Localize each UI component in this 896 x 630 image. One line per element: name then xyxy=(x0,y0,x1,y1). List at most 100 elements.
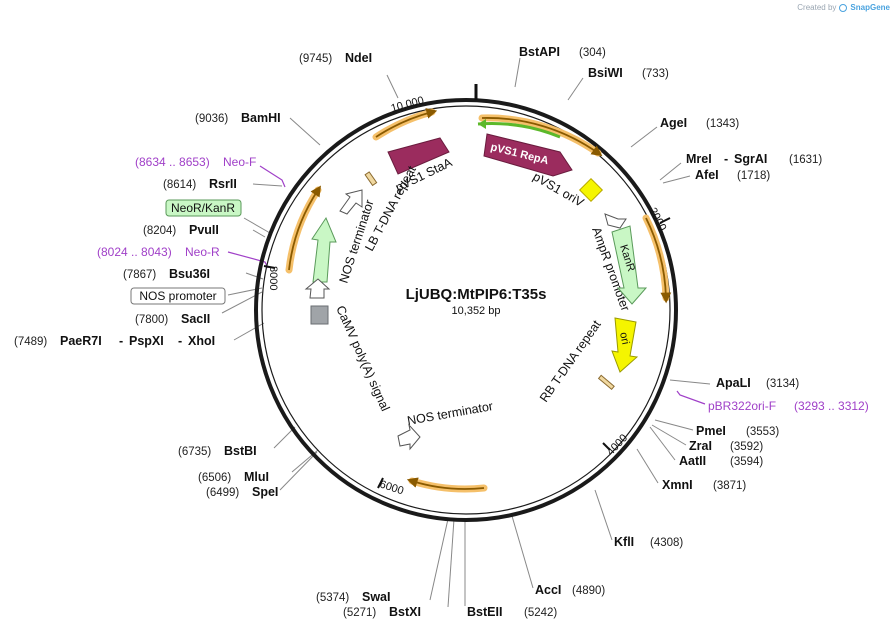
enzyme-pos-bstbi: (6735) xyxy=(178,446,211,458)
tick-label-6000: 6000 xyxy=(378,478,405,497)
enzyme-pos-bsu36i: (7867) xyxy=(123,269,156,281)
primer-name-neo-r[interactable]: Neo-R xyxy=(185,245,220,259)
enzyme-pos-pvuii: (8204) xyxy=(143,225,176,237)
neor-kanr-box[interactable] xyxy=(165,199,242,217)
pvs1-oriv-label: pVS1 oriV xyxy=(531,169,587,210)
enzyme-pos-spei: (6499) xyxy=(206,487,239,499)
enzyme-name-pmei[interactable]: PmeI xyxy=(696,424,726,438)
snapgene-name: SnapGene xyxy=(850,3,890,12)
enzyme-name-apali[interactable]: ApaLI xyxy=(716,376,751,390)
enzyme-name-bsu36i[interactable]: Bsu36I xyxy=(169,267,210,281)
enzyme-pos-sacii: (7800) xyxy=(135,314,168,326)
nos-terminator-left-feature[interactable] xyxy=(339,189,363,215)
orf-arrows xyxy=(288,108,672,490)
enzyme-pos-bsteii: (5242) xyxy=(524,607,557,619)
enzyme-name-bstxi[interactable]: BstXI xyxy=(389,605,421,619)
tick-mark-4000 xyxy=(602,442,611,451)
camv-polya-label: CaMV poly(A) signal xyxy=(333,304,392,414)
leader-lines xyxy=(221,57,711,608)
tick-mark-8000 xyxy=(263,265,276,269)
enzyme-pos-rsrii: (8614) xyxy=(163,179,196,191)
enzyme-name-mlui[interactable]: MluI xyxy=(244,470,269,484)
enzyme-name-bstbi[interactable]: BstBI xyxy=(224,444,257,458)
tick-label-8000: 8000 xyxy=(267,266,279,290)
enzyme-pos-mrei: (1631) xyxy=(789,154,822,166)
nos-promoter-box[interactable] xyxy=(130,287,226,305)
primer-name-pbr322ori-f[interactable]: pBR322ori-F xyxy=(708,399,776,413)
enzyme-pos-mlui: (6506) xyxy=(198,472,231,484)
enzyme-name-bstapi[interactable]: BstAPI xyxy=(519,45,560,59)
rb-repeat-label: RB T-DNA repeat xyxy=(537,317,604,404)
enzyme-pos-aatii: (3594) xyxy=(730,456,763,468)
enzyme-pos-xmni: (3871) xyxy=(713,480,746,492)
nos-terminator-bottom-feature[interactable] xyxy=(397,423,421,451)
enzyme-name-aatii[interactable]: AatII xyxy=(679,454,706,468)
enzyme-pos-pmei: (3553) xyxy=(746,426,779,438)
enzyme-name-paer7i[interactable]: PaeR7I xyxy=(60,334,102,348)
ori-feature[interactable] xyxy=(611,317,639,373)
created-by-text: Created by xyxy=(797,3,837,12)
enzyme-name-acci[interactable]: AccI xyxy=(535,583,561,597)
ori-label: ori xyxy=(617,331,631,345)
tick-mark-6000 xyxy=(377,477,384,489)
primer-name-neo-f[interactable]: Neo-F xyxy=(223,155,256,169)
nos-promoter-feature[interactable] xyxy=(304,278,331,299)
enzyme-pos-bstxi: (5271) xyxy=(343,607,376,619)
rb-repeat-bar[interactable] xyxy=(597,374,615,391)
enzyme-name-sgrai[interactable]: SgrAI xyxy=(734,152,767,166)
backbone-inner xyxy=(261,105,671,515)
primer-range-neo-f: (8634 .. 8653) xyxy=(135,155,210,169)
enzyme-name-spei[interactable]: SpeI xyxy=(252,485,278,499)
enzyme-pos-ndei: (9745) xyxy=(299,53,332,65)
tick-mark-2000 xyxy=(659,217,671,224)
enzyme-name-zrai[interactable]: ZraI xyxy=(689,439,712,453)
enzyme-name-swai[interactable]: SwaI xyxy=(362,590,391,604)
pvs1-staa-feature[interactable] xyxy=(387,137,450,175)
enzyme-name-sacii[interactable]: SacII xyxy=(181,312,210,326)
enzyme-name-bamhi[interactable]: BamHI xyxy=(241,111,281,125)
nos-promoter-box-label: NOS promoter xyxy=(139,289,216,303)
enzyme-name-mrei[interactable]: MreI xyxy=(686,152,712,166)
kanr-feature[interactable] xyxy=(611,225,648,305)
enzyme-name-kfli[interactable]: KflI xyxy=(614,535,634,549)
enzyme-name-xhoi[interactable]: XhoI xyxy=(188,334,215,348)
plasmid-size: 10,352 bp xyxy=(452,305,501,317)
snapgene-logo-icon xyxy=(839,3,848,12)
green-primer-arrowhead xyxy=(478,119,486,129)
camv-polya-feature[interactable] xyxy=(310,305,329,325)
enzyme-name-rsrii[interactable]: RsrII xyxy=(209,177,237,191)
enzyme-pos-acci: (4890) xyxy=(572,585,605,597)
primer-range-pbr322ori-f: (3293 .. 3312) xyxy=(794,399,869,413)
enzyme-dash-mrei: - xyxy=(724,152,728,166)
pvs1-repa-feature[interactable] xyxy=(483,133,573,177)
primer-range-neo-r: (8024 .. 8043) xyxy=(97,245,172,259)
enzyme-name-xmni[interactable]: XmnI xyxy=(662,478,693,492)
enzyme-pos-agei: (1343) xyxy=(706,118,739,130)
enzyme-name-afei[interactable]: AfeI xyxy=(695,168,719,182)
enzyme-dash-xhoi: - xyxy=(178,334,182,348)
enzyme-pos-afei: (1718) xyxy=(737,170,770,182)
neor-kanr-box-label: NeoR/KanR xyxy=(171,201,235,215)
pvs1-oriv-feature[interactable] xyxy=(578,177,604,203)
enzyme-pos-swai: (5374) xyxy=(316,592,349,604)
snapgene-brand: Created by SnapGene xyxy=(797,3,890,12)
ampr-promoter-feature[interactable] xyxy=(604,213,627,229)
enzyme-pos-bamhi: (9036) xyxy=(195,113,228,125)
enzyme-pos-bstapi: (304) xyxy=(579,47,606,59)
enzyme-dash-pspxi: - xyxy=(119,334,123,348)
enzyme-name-pspxi[interactable]: PspXI xyxy=(129,334,164,348)
lb-repeat-bar[interactable] xyxy=(364,171,378,187)
enzyme-pos-bsiwi: (733) xyxy=(642,68,669,80)
enzyme-name-bsiwi[interactable]: BsiWI xyxy=(588,66,623,80)
enzyme-name-pvuii[interactable]: PvuII xyxy=(189,223,219,237)
enzyme-pos-zrai: (3592) xyxy=(730,441,763,453)
plasmid-name: LjUBQ:MtPIP6:T35s xyxy=(406,286,547,303)
enzyme-pos-kfli: (4308) xyxy=(650,537,683,549)
enzyme-name-bsteii[interactable]: BstEII xyxy=(467,605,502,619)
enzyme-name-ndei[interactable]: NdeI xyxy=(345,51,372,65)
neor-kanr-feature[interactable] xyxy=(311,216,337,283)
enzyme-pos-apali: (3134) xyxy=(766,378,799,390)
nos-terminator-bottom-label: NOS terminator xyxy=(406,399,494,428)
enzyme-name-agei[interactable]: AgeI xyxy=(660,116,687,130)
